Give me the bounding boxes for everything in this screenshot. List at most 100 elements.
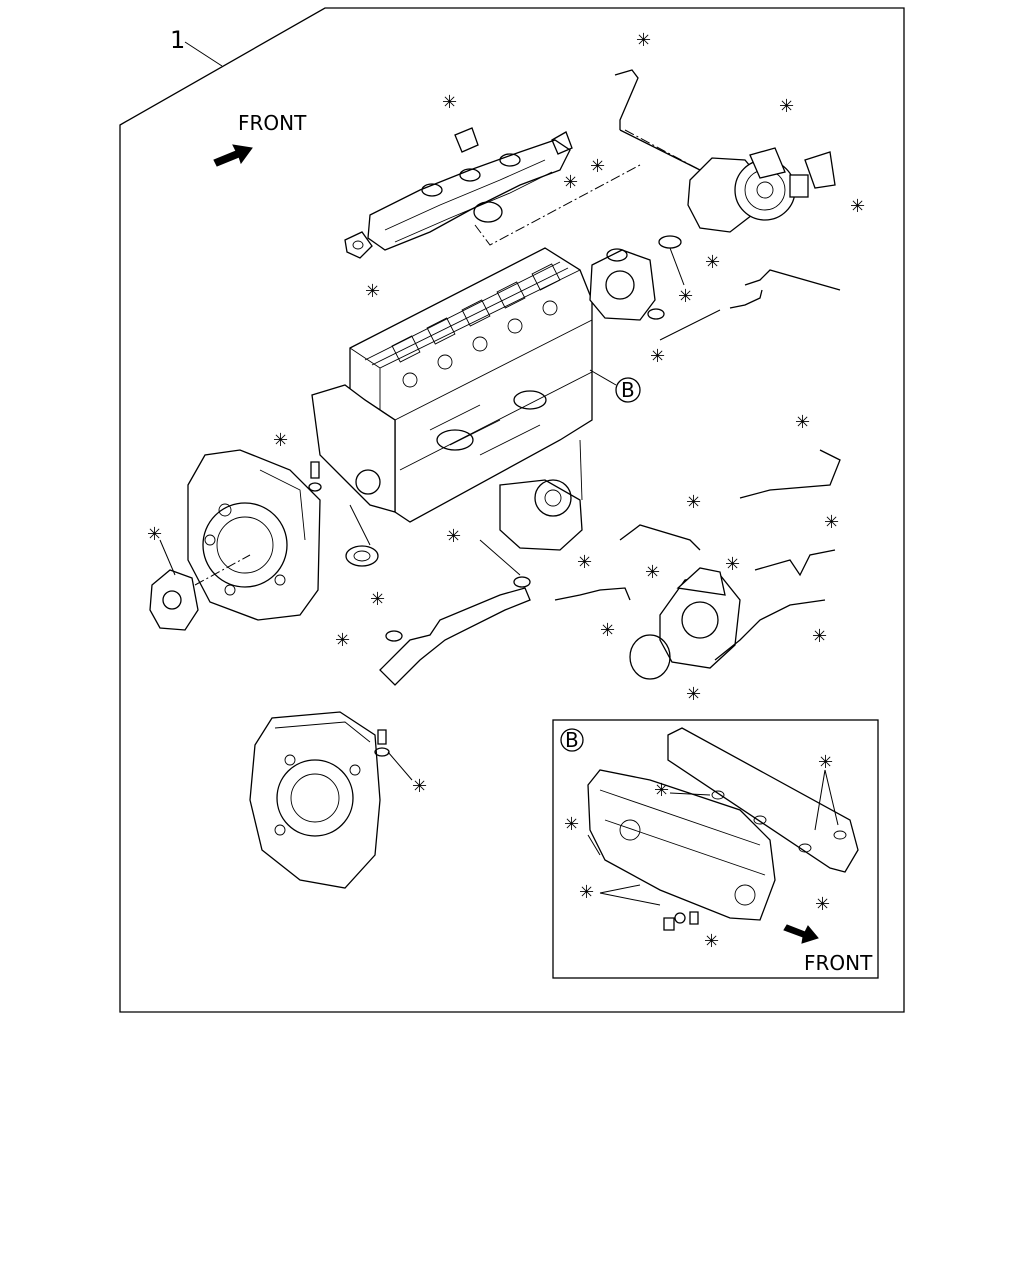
fuel-pipe-lower bbox=[714, 599, 826, 661]
kit-marker-icon: ✳ bbox=[577, 552, 592, 573]
turbo-oil-feed-pipe-line bbox=[624, 129, 701, 171]
oil-suction-pipe bbox=[379, 587, 531, 686]
inset-bolt-2 bbox=[689, 911, 699, 925]
oil-suction-oring bbox=[385, 630, 403, 642]
inset-gasket-hole-1 bbox=[711, 790, 725, 800]
kit-marker-icon: ✳ bbox=[686, 492, 701, 513]
kit-marker-icon: ✳ bbox=[779, 96, 794, 117]
crankshaft-rear-seal bbox=[345, 545, 379, 567]
rear-seal-dash bbox=[194, 554, 251, 586]
kit-marker-icon: ✳ bbox=[412, 776, 427, 797]
kit-marker-icon: ✳ bbox=[645, 562, 660, 583]
kit-marker-icon: ✳ bbox=[795, 412, 810, 433]
front-arrow-main-icon bbox=[213, 144, 253, 167]
kit-marker-icon: ✳ bbox=[725, 554, 740, 575]
fuel-pipe-right bbox=[754, 549, 836, 577]
inset-cylinder-head bbox=[587, 769, 776, 921]
timing-gear-case bbox=[311, 384, 396, 513]
detail-b-inset-letter: B bbox=[565, 728, 579, 752]
front-label-main: FRONT bbox=[238, 111, 307, 135]
kit-marker-icon: ✳ bbox=[678, 286, 693, 307]
kit-marker-icon: ✳ bbox=[579, 882, 594, 903]
manifold-gasket-left-hole bbox=[352, 240, 364, 250]
kit-marker-icon: ✳ bbox=[600, 620, 615, 641]
flywheel-housing-bolt bbox=[310, 461, 320, 479]
inset-leader-mid bbox=[669, 792, 711, 796]
gear-housing-washer bbox=[374, 747, 390, 757]
inset-leader-lower bbox=[599, 884, 661, 906]
exhaust-manifold bbox=[367, 139, 641, 251]
inset-gasket-hole-2 bbox=[753, 815, 767, 825]
inset-leader-left bbox=[587, 834, 601, 856]
supply-pump-oring bbox=[629, 634, 671, 680]
gear-housing-leader bbox=[387, 751, 413, 781]
kit-marker-icon: ✳ bbox=[564, 814, 579, 835]
turbo-oil-return-hose bbox=[729, 289, 763, 309]
fuel-pipe-left bbox=[554, 587, 631, 601]
flywheel-housing-washer bbox=[308, 482, 322, 492]
oil-pump-oring-leader bbox=[479, 539, 521, 576]
turbo-oring bbox=[658, 235, 682, 249]
inset-gasket-hole-4 bbox=[833, 830, 847, 840]
detail-b-inset-frame bbox=[552, 719, 879, 979]
turbo-oring-leader bbox=[669, 247, 685, 286]
item-number-leader bbox=[184, 41, 223, 67]
kit-marker-icon: ✳ bbox=[650, 346, 665, 367]
timing-case-hub bbox=[355, 469, 381, 495]
detail-b-inset-marker bbox=[560, 728, 584, 752]
inset-rocker-gasket bbox=[667, 727, 859, 873]
kit-marker-icon: ✳ bbox=[654, 780, 669, 801]
kit-marker-icon: ✳ bbox=[636, 30, 651, 51]
rear-seal-leader bbox=[159, 539, 176, 576]
kit-marker-icon: ✳ bbox=[442, 92, 457, 113]
cylinder-block bbox=[349, 247, 593, 523]
gear-housing-bolt bbox=[377, 729, 387, 745]
kit-marker-icon: ✳ bbox=[590, 156, 605, 177]
inset-bolt-1 bbox=[663, 917, 675, 931]
kit-marker-icon: ✳ bbox=[704, 931, 719, 952]
front-arrow-inset-icon bbox=[783, 924, 819, 944]
kit-item-markers: ✳ ✳ ✳ ✳ ✳ ✳ ✳ ✳ ✳ ✳ ✳ ✳ ✳ ✳ ✳ ✳ ✳ ✳ ✳ ✳ … bbox=[147, 30, 865, 952]
rear-seal-housing bbox=[149, 569, 199, 631]
kit-marker-icon: ✳ bbox=[365, 281, 380, 302]
turbo-drain-leader bbox=[659, 309, 721, 341]
manifold-gasket-right bbox=[551, 131, 573, 155]
inset-washer bbox=[674, 912, 686, 924]
kit-marker-icon: ✳ bbox=[705, 252, 720, 273]
kit-marker-icon: ✳ bbox=[273, 430, 288, 451]
kit-marker-icon: ✳ bbox=[818, 752, 833, 773]
thermostat-oring bbox=[647, 308, 665, 320]
thermostat-housing bbox=[589, 248, 656, 321]
kit-marker-icon: ✳ bbox=[147, 524, 162, 545]
gear-housing-lower bbox=[249, 711, 381, 889]
kit-boundary-frame bbox=[119, 7, 905, 1013]
kit-marker-icon: ✳ bbox=[335, 630, 350, 651]
turbocharger bbox=[687, 147, 809, 233]
supply-pump bbox=[659, 567, 741, 669]
oil-pump-oring bbox=[513, 576, 531, 588]
crankshaft-rear-seal-inner bbox=[353, 550, 371, 562]
inset-gasket-hole-3 bbox=[798, 843, 812, 853]
kit-marker-icon: ✳ bbox=[370, 589, 385, 610]
manifold-gasket-left bbox=[344, 231, 373, 259]
kit-marker-icon: ✳ bbox=[815, 894, 830, 915]
kit-marker-icon: ✳ bbox=[446, 526, 461, 547]
oil-pump bbox=[499, 439, 583, 551]
turbo-oil-feed-pipe bbox=[614, 69, 701, 171]
fuel-pipe-long bbox=[739, 449, 841, 499]
fuel-pipe-upper bbox=[619, 524, 701, 551]
kit-marker-icon: ✳ bbox=[563, 172, 578, 193]
turbo-bracket bbox=[804, 151, 836, 189]
kit-marker-icon: ✳ bbox=[850, 196, 865, 217]
flywheel-housing bbox=[187, 449, 321, 621]
kit-marker-icon: ✳ bbox=[824, 512, 839, 533]
crankshaft-seal-leader bbox=[349, 504, 371, 546]
detail-b-callout-letter: B bbox=[621, 378, 635, 402]
detail-b-leader bbox=[589, 369, 617, 386]
turbo-oil-return-pipe bbox=[744, 269, 841, 291]
front-label-inset: FRONT bbox=[804, 951, 873, 975]
manifold-gasket-top bbox=[454, 127, 479, 153]
inset-leader-right bbox=[814, 769, 839, 831]
kit-marker-icon: ✳ bbox=[686, 684, 701, 705]
